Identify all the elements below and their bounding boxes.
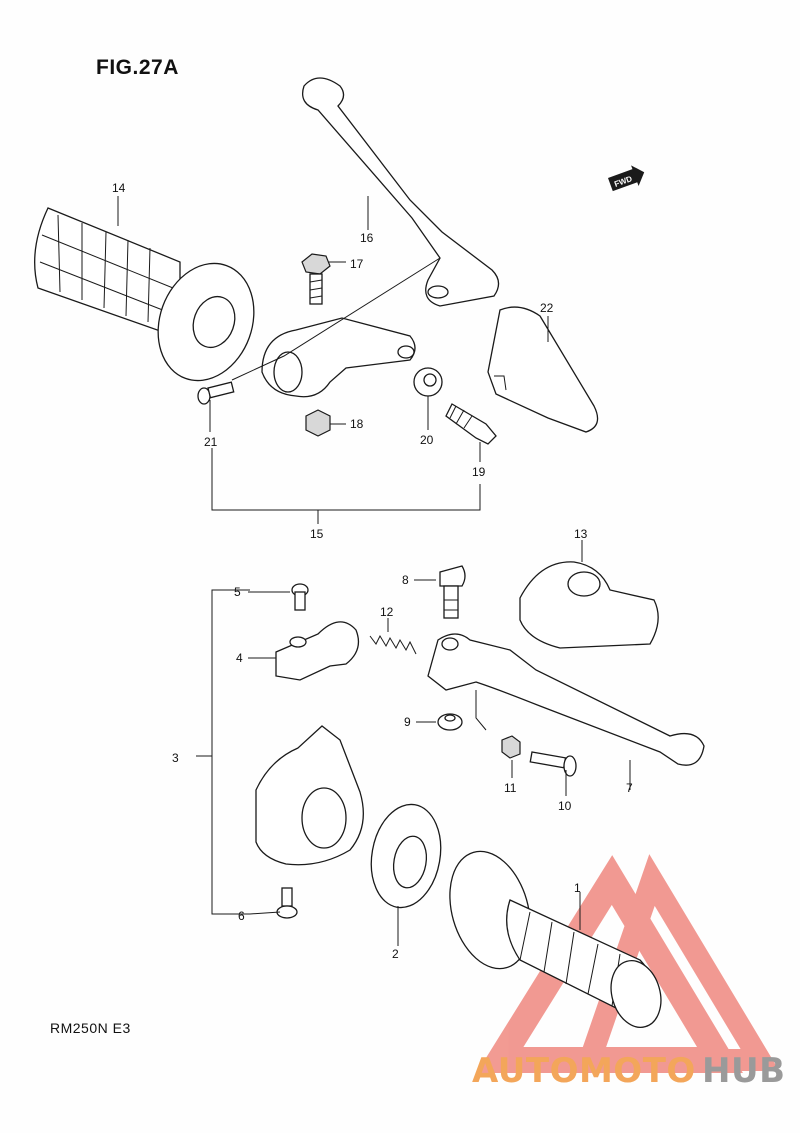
- part-9-nut: [437, 713, 463, 731]
- watermark-part2: HUB: [702, 1051, 785, 1091]
- part-17-bolt: [301, 253, 331, 305]
- label-18: 18: [350, 417, 364, 431]
- watermark-text: AUTOMOTO HUB: [472, 1051, 785, 1091]
- label-13: 13: [574, 527, 588, 541]
- part-12-spring: [369, 634, 417, 655]
- part-13-cover: [519, 561, 659, 649]
- label-21: 21: [204, 435, 218, 449]
- part-5-screw: [291, 583, 309, 611]
- label-10: 10: [558, 799, 572, 813]
- part-11-nut: [501, 735, 521, 759]
- assembly-bracket-3: [196, 589, 250, 915]
- label-12: 12: [380, 605, 394, 619]
- label-9: 9: [404, 715, 411, 729]
- part-2-drum: [370, 803, 442, 909]
- forward-direction-icon: FWD: [608, 165, 645, 192]
- label-11: 11: [504, 781, 517, 795]
- part-4-clamp-plate: [275, 621, 360, 681]
- label-19: 19: [472, 465, 486, 479]
- model-code: RM250N E3: [50, 1020, 131, 1036]
- part-19-adjuster: [445, 403, 497, 445]
- part-8-pivot-bolt: [439, 565, 466, 619]
- label-4: 4: [236, 651, 243, 665]
- watermark-part1: AUTOMOTO: [472, 1051, 696, 1091]
- part-7-lever-lower: [427, 633, 705, 766]
- part-labels: 14 16 17 22 21 18 20 19 15 13 8 12 5 4 9…: [112, 181, 633, 961]
- label-16: 16: [360, 231, 374, 245]
- label-2: 2: [392, 947, 399, 961]
- label-1: 1: [574, 881, 581, 895]
- label-7: 7: [626, 781, 633, 795]
- figure-title: FIG.27A: [96, 56, 179, 79]
- part-6-screw: [276, 887, 298, 919]
- label-14: 14: [112, 181, 126, 195]
- part-16-lever-upper: [301, 77, 500, 307]
- assembly-bracket-15: [211, 448, 481, 524]
- part-20-locknut: [413, 367, 443, 397]
- part-18-nut: [305, 409, 331, 437]
- label-17: 17: [350, 257, 364, 271]
- part-1-grip-right: [449, 850, 662, 1028]
- label-6: 6: [238, 909, 245, 923]
- part-3-lever-holder: [255, 725, 364, 866]
- label-20: 20: [420, 433, 434, 447]
- label-8: 8: [402, 573, 409, 587]
- part-10-screw: [529, 751, 577, 777]
- label-15: 15: [310, 527, 324, 541]
- label-5: 5: [234, 585, 241, 599]
- label-22: 22: [540, 301, 554, 315]
- part-15-lever-bracket: [261, 317, 416, 398]
- part-22-lever-cover: [487, 306, 599, 433]
- label-3: 3: [172, 751, 179, 765]
- part-21-screw: [197, 381, 235, 405]
- part-14-grip-left: [34, 207, 255, 382]
- leader-lines: [117, 196, 631, 946]
